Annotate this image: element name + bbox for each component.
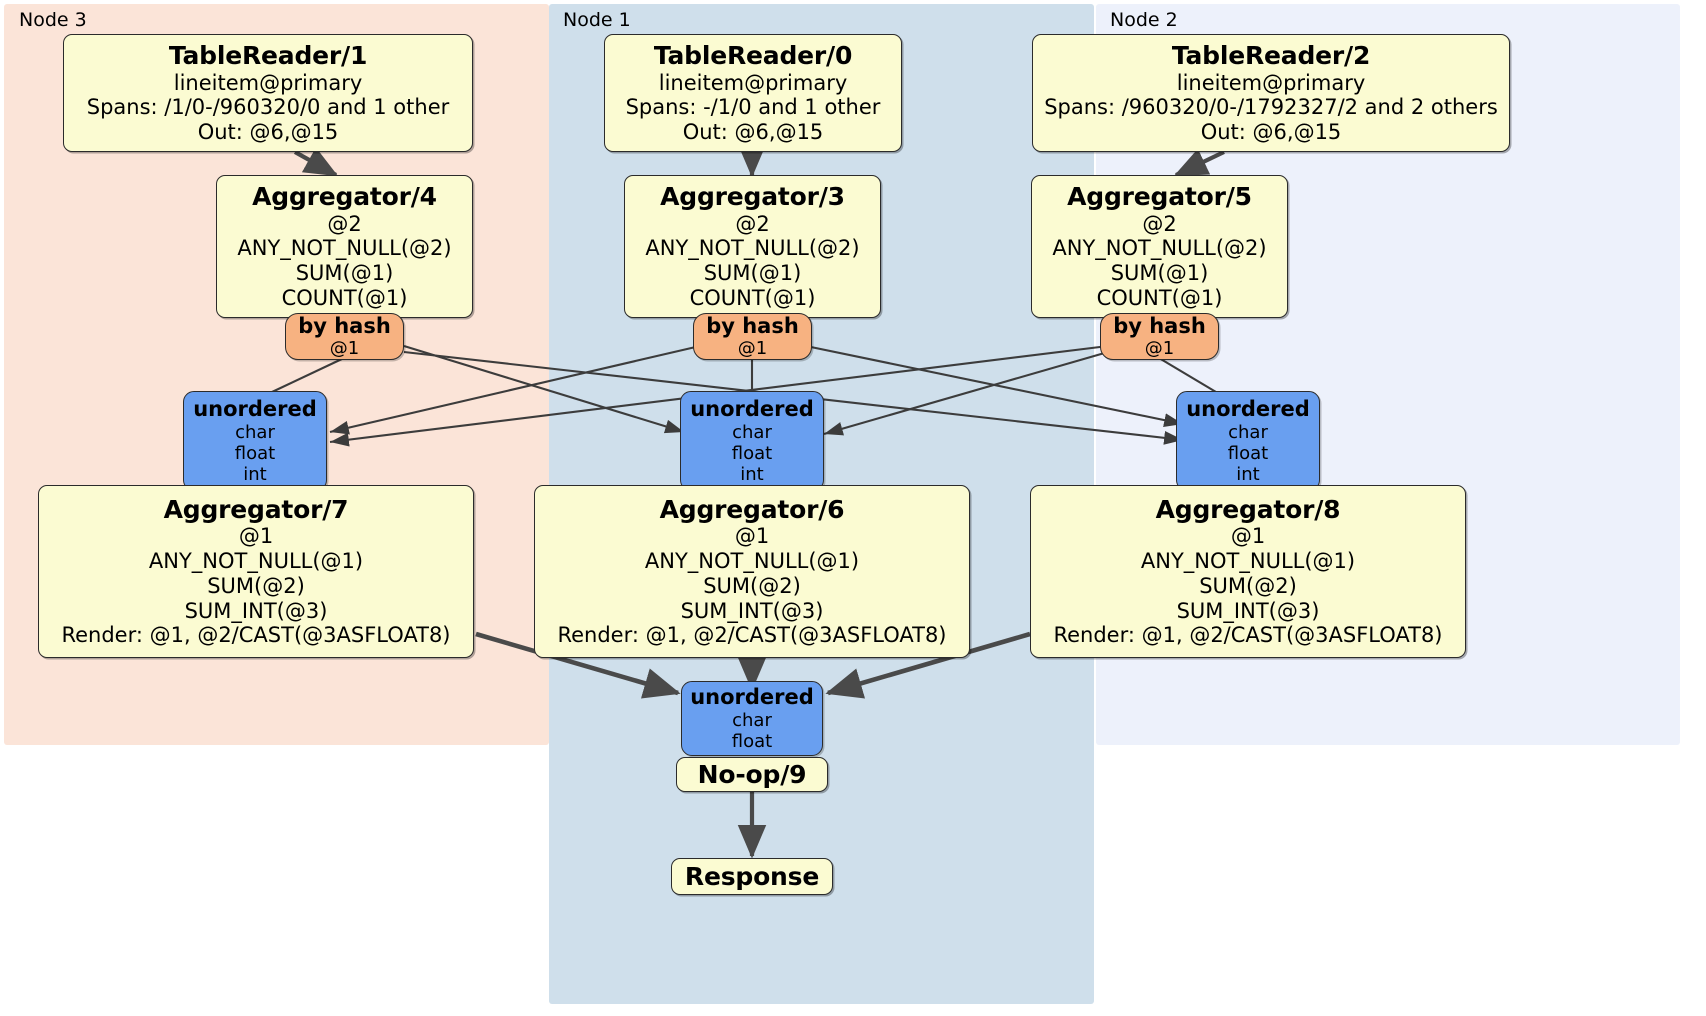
tablereader-0-title: TableReader/0: [653, 41, 853, 71]
aggregator-7-render: Render: @1, @2/CAST(@3ASFLOAT8): [61, 623, 451, 648]
noop-9-title: No-op/9: [697, 759, 807, 789]
router-by-hash-node-3-title: by hash: [298, 313, 391, 338]
tablereader-2-spans: Spans: /960320/0-/1792327/2 and 2 others: [1044, 95, 1498, 120]
receiver-unordered-node-1-type-1: char: [732, 421, 772, 443]
panel-label-node-2: Node 2: [1110, 9, 1178, 31]
panel-label-node-1: Node 1: [563, 9, 631, 31]
tablereader-2-table: lineitem@primary: [1176, 70, 1366, 95]
panel-label-node-3: Node 3: [19, 9, 87, 31]
response-box[interactable]: Response: [671, 858, 833, 895]
aggregator-3-agg-1: ANY_NOT_NULL(@2): [645, 236, 860, 261]
receiver-unordered-node-1-type-3: int: [740, 464, 764, 485]
aggregator-5-agg-3: COUNT(@1): [1096, 286, 1223, 311]
tablereader-0-table: lineitem@primary: [658, 70, 848, 95]
receiver-unordered-final[interactable]: unordered char float: [681, 681, 823, 756]
router-by-hash-node-2[interactable]: by hash @1: [1100, 313, 1219, 360]
receiver-unordered-node-2-title: unordered: [1186, 396, 1310, 421]
receiver-unordered-node-3-type-1: char: [235, 421, 275, 443]
aggregator-3-title: Aggregator/3: [660, 182, 845, 212]
receiver-unordered-node-1-type-2: float: [731, 442, 773, 464]
response-title: Response: [684, 861, 820, 891]
aggregator-6-title: Aggregator/6: [659, 494, 845, 524]
tablereader-1-title: TableReader/1: [168, 41, 368, 71]
tablereader-1-out: Out: @6,@15: [197, 120, 339, 145]
receiver-unordered-node-3-type-3: int: [243, 464, 267, 485]
aggregator-5-title: Aggregator/5: [1067, 182, 1252, 212]
tablereader-2-out: Out: @6,@15: [1200, 120, 1342, 145]
aggregator-8-agg-1: ANY_NOT_NULL(@1): [1140, 549, 1356, 574]
tablereader-1-box[interactable]: TableReader/1 lineitem@primary Spans: /1…: [63, 34, 473, 152]
receiver-unordered-node-1-title: unordered: [690, 396, 814, 421]
noop-9-box[interactable]: No-op/9: [676, 757, 828, 792]
router-by-hash-node-1-title: by hash: [706, 313, 799, 338]
tablereader-2-box[interactable]: TableReader/2 lineitem@primary Spans: /9…: [1032, 34, 1510, 152]
aggregator-8-render: Render: @1, @2/CAST(@3ASFLOAT8): [1053, 623, 1443, 648]
aggregator-7-title: Aggregator/7: [163, 494, 349, 524]
aggregator-3-box[interactable]: Aggregator/3 @2 ANY_NOT_NULL(@2) SUM(@1)…: [624, 175, 881, 318]
receiver-unordered-final-type-1: char: [732, 709, 772, 731]
aggregator-7-agg-1: ANY_NOT_NULL(@1): [148, 549, 364, 574]
aggregator-8-box[interactable]: Aggregator/8 @1 ANY_NOT_NULL(@1) SUM(@2)…: [1030, 485, 1466, 658]
aggregator-6-render: Render: @1, @2/CAST(@3ASFLOAT8): [557, 623, 947, 648]
aggregator-8-title: Aggregator/8: [1155, 494, 1341, 524]
router-by-hash-node-1-detail: @1: [737, 338, 768, 360]
aggregator-6-box[interactable]: Aggregator/6 @1 ANY_NOT_NULL(@1) SUM(@2)…: [534, 485, 970, 658]
tablereader-1-table: lineitem@primary: [173, 70, 363, 95]
receiver-unordered-node-2-type-3: int: [1236, 464, 1260, 485]
aggregator-5-box[interactable]: Aggregator/5 @2 ANY_NOT_NULL(@2) SUM(@1)…: [1031, 175, 1288, 318]
aggregator-8-agg-3: SUM_INT(@3): [1176, 598, 1320, 623]
aggregator-3-agg-2: SUM(@1): [703, 261, 802, 286]
receiver-unordered-final-type-2: float: [731, 730, 773, 752]
receiver-unordered-node-3-type-2: float: [234, 442, 276, 464]
receiver-unordered-node-2-type-1: char: [1228, 421, 1268, 443]
aggregator-3-group: @2: [735, 211, 770, 236]
router-by-hash-node-3-detail: @1: [329, 338, 360, 360]
tablereader-0-box[interactable]: TableReader/0 lineitem@primary Spans: -/…: [604, 34, 902, 152]
receiver-unordered-node-2[interactable]: unordered char float int: [1176, 391, 1320, 491]
aggregator-4-box[interactable]: Aggregator/4 @2 ANY_NOT_NULL(@2) SUM(@1)…: [216, 175, 473, 318]
aggregator-8-agg-2: SUM(@2): [1199, 573, 1297, 598]
aggregator-5-group: @2: [1142, 211, 1177, 236]
aggregator-6-agg-2: SUM(@2): [703, 573, 801, 598]
receiver-unordered-final-title: unordered: [690, 684, 814, 709]
receiver-unordered-node-2-type-2: float: [1227, 442, 1269, 464]
tablereader-2-title: TableReader/2: [1171, 41, 1371, 71]
receiver-unordered-node-3-title: unordered: [193, 396, 317, 421]
aggregator-3-agg-3: COUNT(@1): [689, 286, 816, 311]
router-by-hash-node-3[interactable]: by hash @1: [285, 313, 404, 360]
aggregator-5-agg-2: SUM(@1): [1110, 261, 1209, 286]
aggregator-4-title: Aggregator/4: [252, 182, 437, 212]
router-by-hash-node-1[interactable]: by hash @1: [693, 313, 812, 360]
tablereader-0-out: Out: @6,@15: [682, 120, 824, 145]
aggregator-7-group: @1: [238, 524, 274, 549]
receiver-unordered-node-1[interactable]: unordered char float int: [680, 391, 824, 491]
aggregator-4-group: @2: [327, 211, 362, 236]
tablereader-1-spans: Spans: /1/0-/960320/0 and 1 other: [86, 95, 450, 120]
aggregator-4-agg-3: COUNT(@1): [281, 286, 408, 311]
aggregator-7-agg-2: SUM(@2): [207, 573, 305, 598]
aggregator-7-box[interactable]: Aggregator/7 @1 ANY_NOT_NULL(@1) SUM(@2)…: [38, 485, 474, 658]
aggregator-6-agg-1: ANY_NOT_NULL(@1): [644, 549, 860, 574]
tablereader-0-spans: Spans: -/1/0 and 1 other: [625, 95, 881, 120]
aggregator-4-agg-1: ANY_NOT_NULL(@2): [237, 236, 452, 261]
router-by-hash-node-2-title: by hash: [1113, 313, 1206, 338]
aggregator-6-agg-3: SUM_INT(@3): [680, 598, 824, 623]
aggregator-8-group: @1: [1230, 524, 1266, 549]
aggregator-7-agg-3: SUM_INT(@3): [184, 598, 328, 623]
aggregator-5-agg-1: ANY_NOT_NULL(@2): [1052, 236, 1267, 261]
receiver-unordered-node-3[interactable]: unordered char float int: [183, 391, 327, 491]
aggregator-4-agg-2: SUM(@1): [295, 261, 394, 286]
aggregator-6-group: @1: [734, 524, 770, 549]
router-by-hash-node-2-detail: @1: [1144, 338, 1175, 360]
